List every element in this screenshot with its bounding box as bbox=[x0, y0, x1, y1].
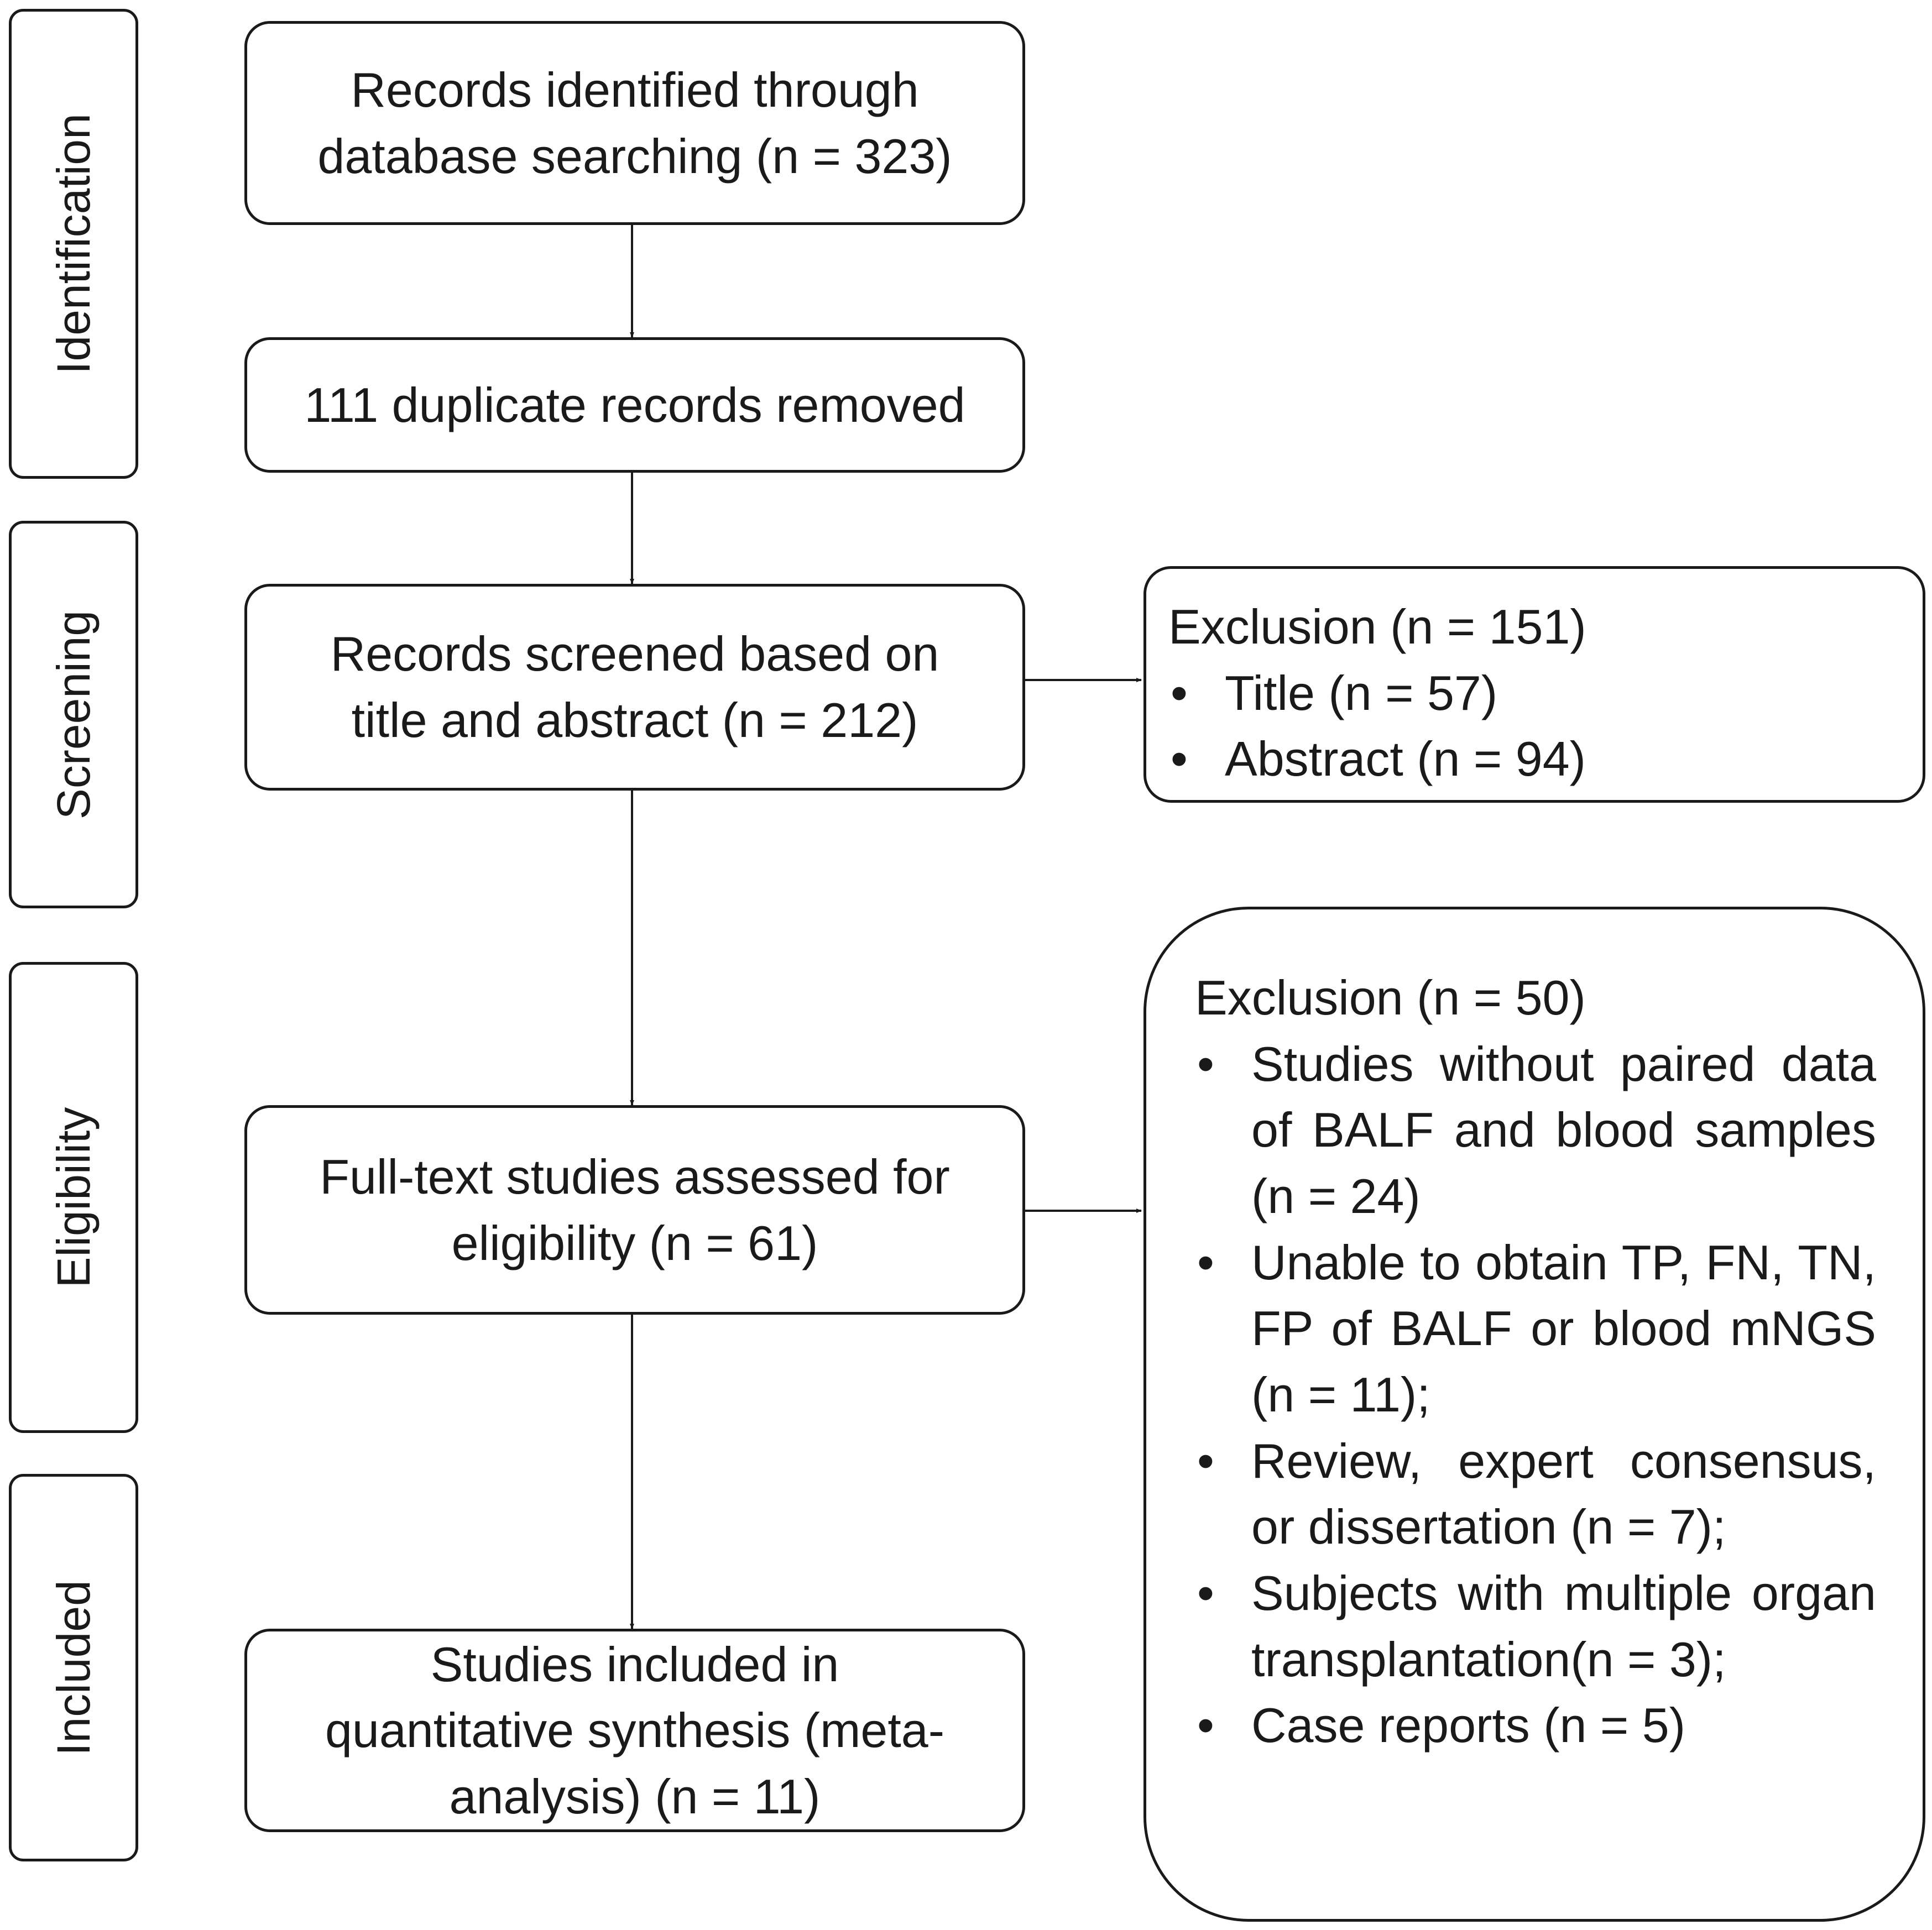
list-item: Review, expert consensus, or dissertatio… bbox=[1195, 1428, 1876, 1560]
exclusion-screening-heading: Exclusion (n = 151) bbox=[1168, 599, 1586, 654]
duplicates-removed-box: 111 duplicate records removed bbox=[244, 337, 1025, 473]
phase-screening: Screening bbox=[9, 521, 138, 908]
list-item: Unable to obtain TP, FN, TN, FP of BALF … bbox=[1195, 1230, 1876, 1428]
full-text-box: Full-text studies assessed for eligibili… bbox=[244, 1105, 1025, 1315]
records-identified-box: Records identified through database sear… bbox=[244, 21, 1025, 225]
list-item: Abstract (n = 94) bbox=[1168, 726, 1906, 792]
full-text-line-2: eligibility (n = 61) bbox=[451, 1215, 818, 1270]
included-studies-line-3: analysis) (n = 11) bbox=[449, 1769, 821, 1824]
phase-included: Included bbox=[9, 1474, 138, 1861]
records-screened-box: Records screened based on title and abst… bbox=[244, 584, 1025, 791]
records-screened-line-2: title and abstract (n = 212) bbox=[351, 693, 918, 747]
exclusion-eligibility-heading: Exclusion (n = 50) bbox=[1195, 970, 1586, 1025]
records-identified-line-2: database searching (n = 323) bbox=[317, 128, 952, 184]
phase-eligibility: Eligibility bbox=[9, 962, 138, 1433]
exclusion-eligibility-list: Studies without paired data of BALF and … bbox=[1195, 1031, 1876, 1759]
included-studies-box: Studies included in quantitative synthes… bbox=[244, 1629, 1025, 1832]
full-text-line-1: Full-text studies assessed for bbox=[320, 1149, 950, 1204]
duplicates-removed-text: 111 duplicate records removed bbox=[304, 377, 965, 432]
exclusion-screening-box: Exclusion (n = 151) Title (n = 57) Abstr… bbox=[1143, 566, 1925, 803]
list-item: Case reports (n = 5) bbox=[1195, 1692, 1876, 1759]
list-item: Title (n = 57) bbox=[1168, 660, 1906, 726]
list-item: Studies without paired data of BALF and … bbox=[1195, 1031, 1876, 1230]
exclusion-screening-list: Title (n = 57) Abstract (n = 94) bbox=[1168, 660, 1906, 792]
list-item: Subjects with multiple organ transplanta… bbox=[1195, 1560, 1876, 1692]
phase-eligibility-label: Eligibility bbox=[48, 1107, 100, 1288]
exclusion-eligibility-box: Exclusion (n = 50) Studies without paire… bbox=[1143, 907, 1925, 1922]
included-studies-line-1: Studies included in bbox=[430, 1636, 839, 1692]
phase-included-label: Included bbox=[48, 1579, 100, 1756]
records-identified-line-1: Records identified through bbox=[351, 62, 919, 117]
phase-screening-label: Screening bbox=[48, 610, 100, 819]
records-screened-line-1: Records screened based on bbox=[330, 626, 939, 682]
phase-identification: Identification bbox=[9, 9, 138, 479]
phase-identification-label: Identification bbox=[48, 113, 100, 374]
included-studies-line-2: quantitative synthesis (meta- bbox=[325, 1703, 945, 1758]
